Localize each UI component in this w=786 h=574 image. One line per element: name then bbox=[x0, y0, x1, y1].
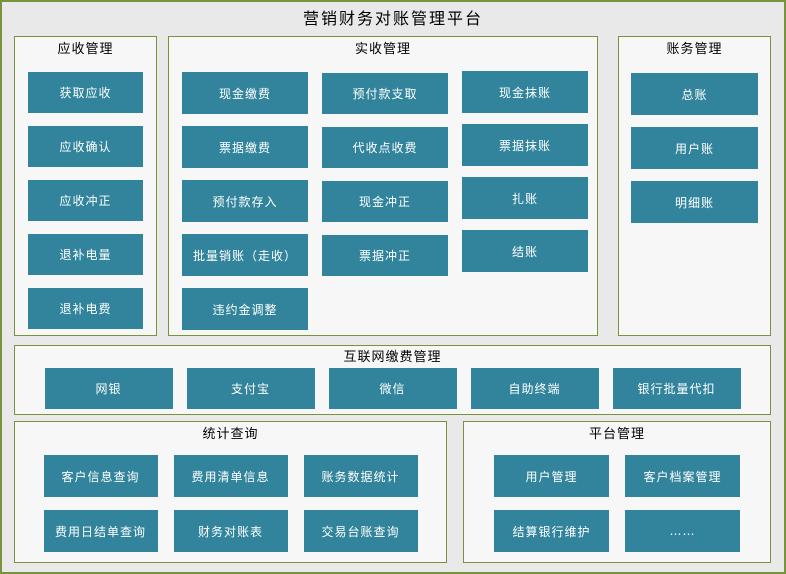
panel-statistics-query: 统计查询 客户信息查询 费用清单信息 账务数据统计 费用日结单查询 财务对账表 … bbox=[14, 421, 447, 563]
customer-archive-mgmt-button[interactable]: 客户档案管理 bbox=[625, 455, 740, 497]
actual-receipts-column-3: 现金抹账 票据抹账 扎账 结账 bbox=[462, 71, 588, 272]
transaction-ledger-query-button[interactable]: 交易台账查询 bbox=[303, 510, 418, 552]
platform-mgmt-button-grid: 用户管理 客户档案管理 结算银行维护 …… bbox=[464, 455, 770, 552]
actual-receipts-column-1: 现金缴费 票据缴费 预付款存入 批量销账（走收） 违约金调整 bbox=[182, 72, 308, 330]
account-data-stats-button[interactable]: 账务数据统计 bbox=[303, 455, 418, 497]
panel-actual-receipts: 实收管理 现金缴费 票据缴费 预付款存入 批量销账（走收） 违约金调整 预付款支… bbox=[168, 36, 598, 336]
penalty-adjust-button[interactable]: 违约金调整 bbox=[182, 288, 308, 330]
fee-refund-button[interactable]: 退补电费 bbox=[28, 288, 143, 329]
general-ledger-button[interactable]: 总账 bbox=[631, 73, 758, 115]
page-title: 营销财务对账管理平台 bbox=[302, 9, 483, 28]
bank-batch-debit-button[interactable]: 银行批量代扣 bbox=[612, 368, 741, 409]
energy-refund-button[interactable]: 退补电量 bbox=[28, 234, 143, 275]
section-header-statistics-query: 统计查询 bbox=[202, 427, 259, 442]
receivables-button-column: 获取应收 应收确认 应收冲正 退补电量 退补电费 bbox=[15, 72, 156, 329]
user-mgmt-button[interactable]: 用户管理 bbox=[494, 455, 609, 497]
section-header-internet-payment: 互联网缴费管理 bbox=[343, 350, 442, 365]
prepayment-deposit-button[interactable]: 预付款存入 bbox=[182, 180, 308, 222]
section-header-platform-mgmt: 平台管理 bbox=[588, 427, 645, 442]
fetch-receivables-button[interactable]: 获取应收 bbox=[28, 72, 143, 113]
settlement-bank-maintain-button[interactable]: 结算银行维护 bbox=[494, 510, 609, 552]
section-header-actual-receipts: 实收管理 bbox=[354, 42, 411, 57]
customer-info-query-button[interactable]: 客户信息查询 bbox=[43, 455, 158, 497]
actual-receipts-column-2: 预付款支取 代收点收费 现金冲正 票据冲正 bbox=[322, 73, 448, 276]
wechat-button[interactable]: 微信 bbox=[328, 368, 457, 409]
fee-list-info-button[interactable]: 费用清单信息 bbox=[173, 455, 288, 497]
bill-payment-button[interactable]: 票据缴费 bbox=[182, 126, 308, 168]
receivables-reversal-button[interactable]: 应收冲正 bbox=[28, 180, 143, 221]
section-header-receivables: 应收管理 bbox=[57, 42, 114, 57]
tie-accounts-button[interactable]: 扎账 bbox=[462, 177, 588, 219]
bill-erase-button[interactable]: 票据抹账 bbox=[462, 124, 588, 166]
panel-receivables: 应收管理 获取应收 应收确认 应收冲正 退补电量 退补电费 bbox=[14, 36, 157, 336]
prepayment-withdraw-button[interactable]: 预付款支取 bbox=[322, 73, 448, 114]
internet-payment-button-row: 网银 支付宝 微信 自助终端 银行批量代扣 bbox=[15, 368, 770, 409]
panel-accounting: 账务管理 总账 用户账 明细账 bbox=[618, 36, 771, 336]
section-header-accounting: 账务管理 bbox=[666, 42, 723, 57]
closing-button[interactable]: 结账 bbox=[462, 230, 588, 272]
detail-account-button[interactable]: 明细账 bbox=[631, 181, 758, 223]
receivables-confirm-button[interactable]: 应收确认 bbox=[28, 126, 143, 167]
accounting-button-column: 总账 用户账 明细账 bbox=[619, 73, 770, 223]
cash-erase-button[interactable]: 现金抹账 bbox=[462, 71, 588, 113]
bill-reversal-button[interactable]: 票据冲正 bbox=[322, 235, 448, 276]
cash-payment-button[interactable]: 现金缴费 bbox=[182, 72, 308, 114]
panel-internet-payment: 互联网缴费管理 网银 支付宝 微信 自助终端 银行批量代扣 bbox=[14, 345, 771, 415]
daily-fee-report-query-button[interactable]: 费用日结单查询 bbox=[43, 510, 158, 552]
ebank-button[interactable]: 网银 bbox=[44, 368, 173, 409]
alipay-button[interactable]: 支付宝 bbox=[186, 368, 315, 409]
user-account-button[interactable]: 用户账 bbox=[631, 127, 758, 169]
self-terminal-button[interactable]: 自助终端 bbox=[470, 368, 599, 409]
batch-writeoff-button[interactable]: 批量销账（走收） bbox=[182, 234, 308, 276]
collection-point-fee-button[interactable]: 代收点收费 bbox=[322, 127, 448, 168]
cash-reversal-button[interactable]: 现金冲正 bbox=[322, 181, 448, 222]
statistics-query-button-grid: 客户信息查询 费用清单信息 账务数据统计 费用日结单查询 财务对账表 交易台账查… bbox=[15, 455, 446, 552]
financial-reconciliation-table-button[interactable]: 财务对账表 bbox=[173, 510, 288, 552]
more-button[interactable]: …… bbox=[625, 510, 740, 552]
panel-platform-mgmt: 平台管理 用户管理 客户档案管理 结算银行维护 …… bbox=[463, 421, 771, 563]
